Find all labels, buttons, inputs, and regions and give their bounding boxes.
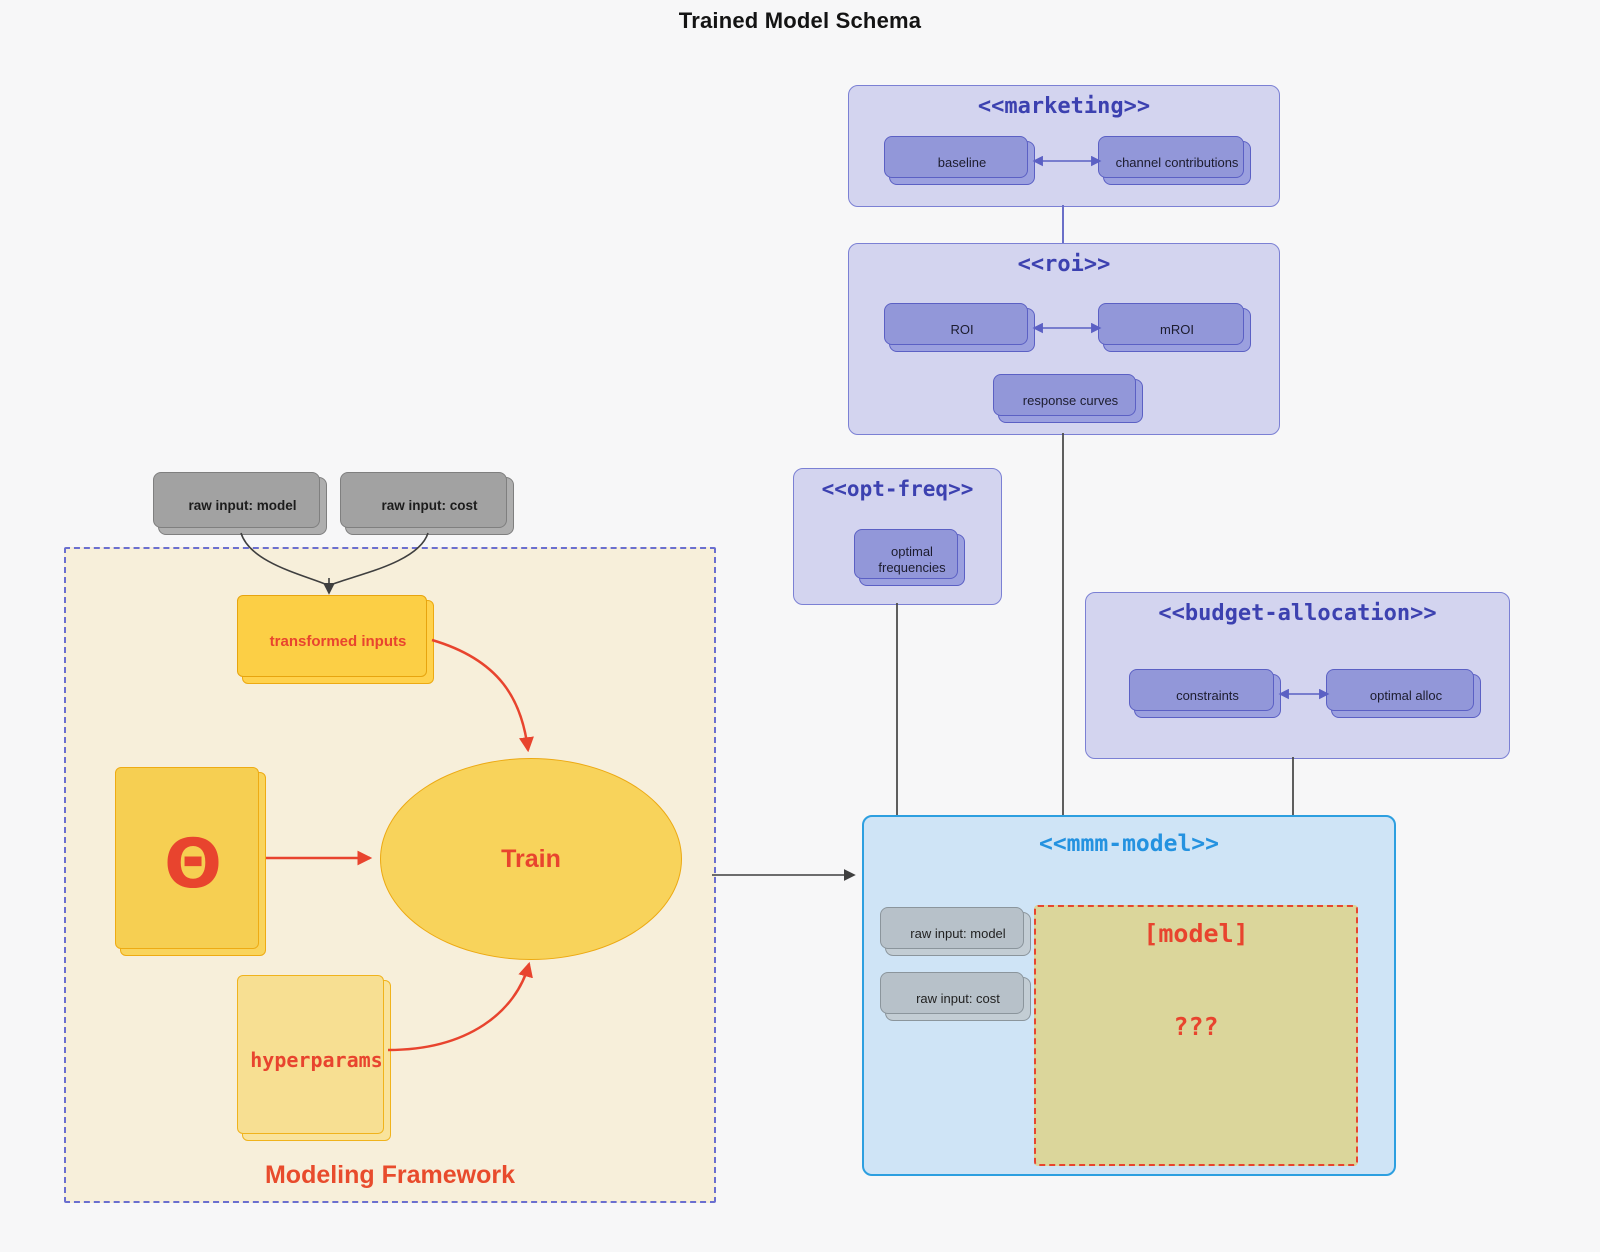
node-theta: Θ [115,767,266,956]
node-roi: ROI [884,303,1035,352]
node-optimal-alloc: optimal alloc [1326,669,1481,718]
node-baseline: baseline [884,136,1035,185]
group-budget-allocation: <<budget-allocation>> constraints optima… [1085,592,1510,759]
group-marketing-title: <<marketing>> [977,94,1151,119]
model-placeholder-body: ??? [1173,1012,1219,1041]
model-placeholder-title: [model] [1143,919,1249,948]
node-mroi: mROI [1098,303,1251,352]
group-opt-freq-title: <<opt-freq>> [821,477,974,501]
group-mmm-model-title: <<mmm-model>> [1038,831,1219,857]
group-marketing: <<marketing>> baseline channel contribut… [848,85,1280,207]
group-roi-title: <<roi>> [1017,252,1111,277]
node-channel-contributions: channel contributions [1098,136,1251,185]
node-raw-input-cost-inner: raw input: cost [880,972,1031,1021]
node-raw-input-cost: raw input: cost [340,472,514,535]
node-train: Train [380,758,682,960]
diagram-title: Trained Model Schema [678,8,922,33]
node-response-curves: response curves [993,374,1143,423]
node-constraints: constraints [1129,669,1281,718]
group-budget-allocation-title: <<budget-allocation>> [1158,601,1437,626]
node-optimal-frequencies: optimal frequencies [854,529,965,586]
model-placeholder-box: [model] ??? [1034,905,1358,1166]
node-raw-input-model: raw input: model [153,472,327,535]
group-roi: <<roi>> ROI mROI response curves [848,243,1280,435]
node-hyperparams: hyperparams [237,975,391,1141]
node-raw-input-model-inner: raw input: model [880,907,1031,956]
group-modeling-framework: transformed inputs Θ Train hyperparams M… [64,547,716,1203]
node-transformed-inputs: transformed inputs [237,595,434,684]
group-opt-freq: <<opt-freq>> optimal frequencies [793,468,1002,605]
modeling-framework-label: Modeling Framework [264,1161,516,1189]
group-mmm-model: <<mmm-model>> raw input: model raw input… [862,815,1396,1176]
